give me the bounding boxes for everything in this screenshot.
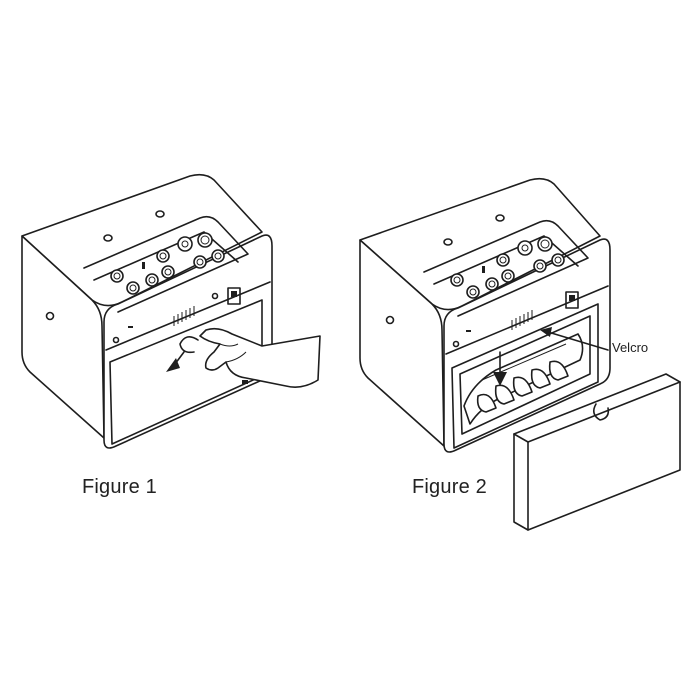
figure-2-amplifier bbox=[359, 177, 611, 453]
battery-icon bbox=[476, 360, 569, 413]
down-arrow-icon bbox=[493, 351, 507, 386]
pull-arrow-icon bbox=[166, 336, 199, 372]
figure-1-caption: Figure 1 bbox=[82, 476, 157, 498]
hand-icon bbox=[199, 327, 321, 388]
velcro-label: Velcro bbox=[612, 340, 649, 355]
control-knobs bbox=[110, 232, 225, 295]
pull-tab-icon bbox=[592, 403, 610, 421]
figure-2-caption: Figure 2 bbox=[412, 476, 487, 498]
figure-1-amplifier bbox=[21, 173, 273, 449]
control-knobs bbox=[450, 236, 565, 299]
velcro-pointer bbox=[540, 327, 609, 351]
compartment-door bbox=[513, 373, 681, 531]
